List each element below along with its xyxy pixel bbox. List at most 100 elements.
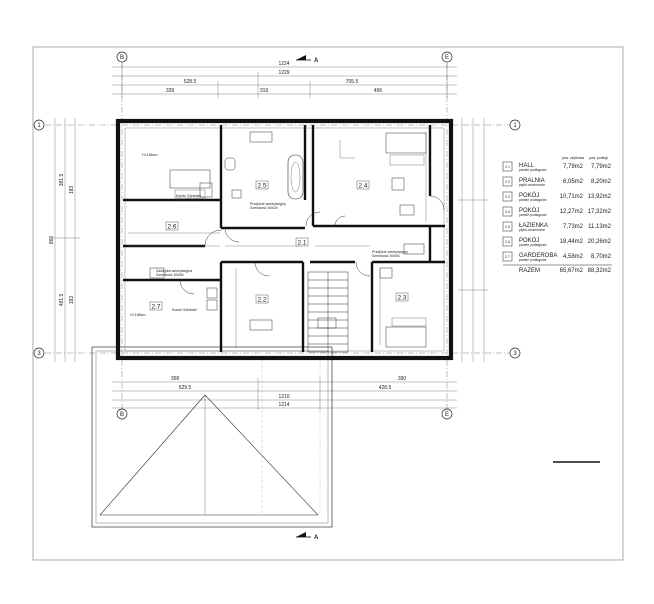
dim-top-seg-1: 528.5 bbox=[184, 79, 197, 85]
axis-bubbles: B E B E 1 3 1 3 bbox=[33, 51, 521, 420]
legend-usable-2-5: 7,73m2 bbox=[563, 224, 584, 230]
axis-label-left-3: 3 bbox=[37, 351, 41, 357]
legend-floor-2-7: 8,70m2 bbox=[591, 254, 612, 260]
dim-bottom-inner: 1214 bbox=[278, 402, 289, 408]
legend-header-usable: pow. użytkowa bbox=[562, 156, 584, 160]
dim-top-detail-2: 319 bbox=[260, 88, 269, 94]
dim-top-inner: 1229 bbox=[278, 70, 289, 76]
room-label-2-4: 2.4 bbox=[358, 183, 367, 190]
axis-label-top-e: E bbox=[445, 55, 449, 61]
roof-outline bbox=[91, 346, 333, 528]
dim-top-detail-1: 339 bbox=[166, 88, 175, 94]
axis-label-left-1: 1 bbox=[37, 123, 41, 129]
legend-floor-2-3: 13,92m2 bbox=[588, 194, 612, 200]
building-walls bbox=[115, 118, 454, 361]
room-labels: 2.1 2.2 2.3 2.4 2.5 2.6 2.7 bbox=[149, 180, 409, 311]
note-2-7-vent-size: Szerokość 50x50 bbox=[156, 273, 184, 277]
left-dimensions: 866 381.5 481.5 183 183 bbox=[49, 118, 80, 362]
note-2-3-vent: Przejście wentylacyjny bbox=[372, 250, 408, 254]
dim-bottom-overall: 1210 bbox=[278, 394, 289, 400]
axis-label-right-1: 1 bbox=[513, 123, 517, 129]
room-label-2-6: 2.6 bbox=[167, 224, 176, 231]
sheet-border bbox=[32, 46, 624, 561]
axis-label-bottom-e: E bbox=[445, 412, 449, 418]
legend-usable-2-3: 10,71m2 bbox=[560, 194, 584, 200]
legend-floor-2-1: 7,79m2 bbox=[591, 164, 612, 170]
legend-no-2-3: 2.3 bbox=[505, 195, 510, 199]
room-label-2-7: 2.7 bbox=[151, 304, 160, 311]
inner-dimension-lines bbox=[128, 132, 427, 348]
legend-floor-2-6: 20,26m2 bbox=[588, 239, 612, 245]
legend-total-label: RAZEM bbox=[519, 268, 540, 274]
grid-axes bbox=[45, 63, 510, 420]
legend-name-2-4: POKÓJ bbox=[519, 207, 539, 214]
note-2-6-chimney: Komin Schiedel bbox=[176, 194, 201, 198]
dim-left-overall: 866 bbox=[49, 236, 55, 245]
axis-label-top-b: B bbox=[120, 55, 124, 61]
legend-name-2-5: ŁAZIENKA bbox=[519, 223, 548, 229]
legend-finish-2-5: płytki ceramiczne bbox=[519, 228, 545, 232]
legend-no-2-6: 2.6 bbox=[505, 240, 510, 244]
section-marker-top: A bbox=[314, 58, 319, 64]
room-notes: H=185cm Komin Schiedel Akmer Plus 18 Prz… bbox=[130, 153, 408, 317]
legend-finish-2-7: panele podłogowe bbox=[519, 258, 547, 262]
note-2-7-height: H=185cm bbox=[130, 313, 145, 317]
room-2-4-furniture bbox=[339, 132, 427, 216]
legend-name-2-1: HALL bbox=[519, 163, 535, 169]
legend-usable-2-4: 12,27m2 bbox=[560, 209, 584, 215]
legend-usable-2-6: 18,44m2 bbox=[560, 239, 584, 245]
laundry-fixtures bbox=[149, 267, 337, 331]
room-label-2-3: 2.3 bbox=[397, 295, 406, 302]
dim-top-overall: 1224 bbox=[278, 61, 289, 67]
legend-name-2-2: PRALNIA bbox=[519, 178, 545, 184]
legend-finish-2-2: płytki ceramiczne bbox=[519, 183, 545, 187]
legend-name-2-6: POKÓJ bbox=[519, 237, 539, 244]
axis-label-bottom-b: B bbox=[120, 412, 124, 418]
room-label-2-5: 2.5 bbox=[257, 183, 266, 190]
legend-no-2-1: 2.1 bbox=[505, 165, 510, 169]
room-2-6-furniture bbox=[169, 169, 213, 199]
note-2-3-vent-size: Szerokość 50x50 bbox=[372, 254, 400, 258]
section-markers: A A bbox=[296, 55, 319, 541]
room-label-2-2: 2.2 bbox=[257, 297, 266, 304]
legend-total-usable: 65,67m2 bbox=[560, 268, 584, 274]
legend-total-floor: 88,32m2 bbox=[588, 268, 612, 274]
staircase bbox=[307, 271, 349, 353]
legend-floor-2-2: 8,20m2 bbox=[591, 179, 612, 185]
section-marker-bottom: A bbox=[314, 535, 319, 541]
axis-label-right-3: 3 bbox=[513, 351, 517, 357]
legend-no-2-7: 2.7 bbox=[505, 255, 510, 259]
right-dimensions bbox=[458, 118, 488, 362]
legend-finish-2-1: panele podłogowe bbox=[519, 168, 547, 172]
note-2-6-height: H=185cm bbox=[142, 153, 157, 157]
dim-bottom-detail-2: 390 bbox=[398, 376, 407, 382]
note-2-5-vent-size: Szerokość 50x25 bbox=[250, 206, 278, 210]
legend-header-floor: pow. podłogi bbox=[589, 156, 608, 160]
legend-no-2-2: 2.2 bbox=[505, 180, 510, 184]
legend-name-2-7: GARDEROBA bbox=[519, 253, 557, 259]
note-2-7-chimney: Komin Schiedel bbox=[172, 308, 197, 312]
dim-bottom-seg-2: 428.5 bbox=[379, 385, 392, 391]
legend-finish-2-4: panele podłogowe bbox=[519, 213, 547, 217]
legend-floor-2-5: 11,13m2 bbox=[588, 224, 612, 230]
dim-left-detail-1: 183 bbox=[69, 186, 75, 195]
legend-no-2-4: 2.4 bbox=[505, 210, 510, 214]
bathroom-fixtures bbox=[224, 131, 304, 200]
top-dimensions: 1224 1229 528.5 705.5 339 319 496 bbox=[112, 61, 457, 98]
dim-top-detail-3: 496 bbox=[374, 88, 383, 94]
legend-floor-2-4: 17,32m2 bbox=[588, 209, 612, 215]
legend-finish-2-6: panele podłogowe bbox=[519, 243, 547, 247]
area-legend: pow. użytkowa pow. podłogi 2.1 HALL pane… bbox=[502, 156, 612, 274]
note-2-6-chimney-type: Akmer Plus 18 bbox=[176, 198, 199, 202]
note-2-7-vent: Zaślepka wentylacyjna bbox=[156, 269, 192, 273]
legend-usable-2-7: 4,58m2 bbox=[563, 254, 584, 260]
dim-top-seg-2: 705.5 bbox=[346, 79, 359, 85]
bottom-dimensions: 358 390 529.5 428.5 1210 1214 bbox=[112, 376, 457, 410]
door-swings bbox=[179, 195, 445, 295]
dim-left-detail-2: 183 bbox=[69, 296, 75, 305]
note-2-5-vent: Przejście wentylacyjny bbox=[250, 202, 286, 206]
room-label-2-1: 2.1 bbox=[297, 240, 306, 247]
dim-left-seg-1: 381.5 bbox=[59, 174, 65, 187]
legend-finish-2-3: panele podłogowe bbox=[519, 198, 547, 202]
